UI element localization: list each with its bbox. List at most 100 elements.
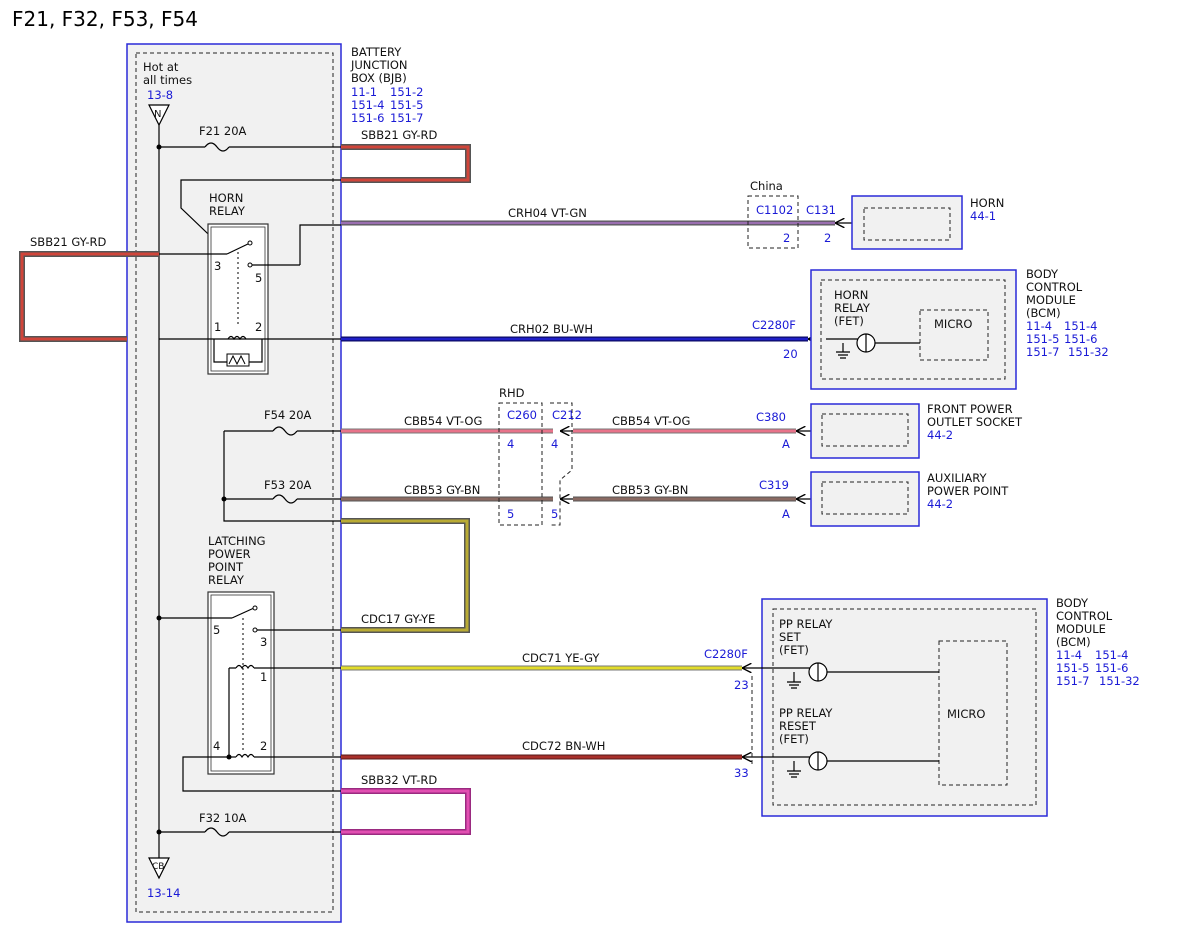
- horn-relay-feed-wire: [180, 179, 341, 253]
- c212-pin-5: 5: [551, 507, 558, 521]
- latch-relay-switch-icon: [231, 607, 255, 619]
- wire-crh02-label: CRH02 BU-WH: [510, 322, 593, 336]
- svg-text:11-4: 11-4: [1056, 648, 1082, 662]
- wire-sbb32-label: SBB32 VT-RD: [361, 773, 437, 787]
- bjb-box: [126, 43, 342, 923]
- ground-cb-ref: 13-14: [147, 886, 180, 900]
- svg-text:151-2: 151-2: [390, 85, 423, 99]
- c380-label: C380: [756, 410, 786, 424]
- horn-box: [851, 195, 963, 250]
- svg-text:151-4: 151-4: [1095, 648, 1128, 662]
- horn-ref: 44-1: [970, 209, 996, 223]
- svg-text:151-32: 151-32: [1099, 674, 1140, 688]
- ground-icon: [787, 672, 801, 689]
- aux-point-name-1: AUXILIARY: [927, 471, 987, 485]
- c212-pin-4: 4: [551, 437, 558, 451]
- bcm-pp-micro-box: [938, 640, 1008, 786]
- bcm-horn-micro-label: MICRO: [934, 317, 972, 331]
- hot-ref: 13-8: [147, 88, 173, 102]
- svg-text:(BCM): (BCM): [1026, 306, 1061, 320]
- page-title: F21, F32, F53, F54: [12, 7, 198, 31]
- c260-pin-4: 4: [507, 437, 514, 451]
- c2280f-b-pin-33: 33: [734, 766, 749, 780]
- latch-relay-box: [207, 591, 275, 775]
- ground-icon: [836, 343, 850, 359]
- wire-cdc17-label: CDC17 GY-YE: [361, 612, 435, 626]
- bcm-pp-label: BODY CONTROL MODULE (BCM) 11-4 151-4 151…: [1056, 596, 1140, 688]
- aux-point-box: [810, 471, 920, 527]
- svg-text:SET: SET: [779, 630, 802, 644]
- wire-cdc71-label: CDC71 YE-GY: [522, 651, 600, 665]
- svg-text:151-5: 151-5: [390, 98, 423, 112]
- front-outlet-name-2: OUTLET SOCKET: [927, 415, 1023, 429]
- svg-text:RELAY: RELAY: [834, 301, 871, 315]
- horn-relay-pin-5: 5: [255, 271, 262, 285]
- svg-text:151-6: 151-6: [1064, 332, 1097, 346]
- svg-text:151-4: 151-4: [1064, 319, 1097, 333]
- svg-text:151-7: 151-7: [390, 111, 423, 125]
- svg-text:151-6: 151-6: [351, 111, 384, 125]
- latch-relay-pin-5: 5: [213, 623, 220, 637]
- c212-label: C212: [552, 408, 582, 422]
- hot-label-line2: all times: [143, 73, 192, 87]
- rhd-label: RHD: [499, 386, 525, 400]
- svg-text:MODULE: MODULE: [1056, 622, 1106, 636]
- svg-text:MODULE: MODULE: [1026, 293, 1076, 307]
- wire-sbb21-loop: [341, 144, 471, 183]
- wire-sbb21-left-loop: [19, 251, 159, 342]
- svg-text:RESET: RESET: [779, 719, 817, 733]
- svg-text:151-4: 151-4: [351, 98, 384, 112]
- fuse-f21-icon: [204, 142, 230, 152]
- ground-cb-label: CB: [152, 862, 164, 872]
- latch-relay-label: LATCHING: [208, 534, 266, 548]
- horn-relay-pin-1: 1: [214, 320, 221, 334]
- bcm-horn-label: BODY CONTROL MODULE (BCM) 11-4 151-4 151…: [1026, 267, 1109, 359]
- svg-text:CONTROL: CONTROL: [1056, 609, 1113, 623]
- fuse-f21-label: F21 20A: [199, 124, 247, 138]
- front-outlet-ref: 44-2: [927, 428, 953, 442]
- c319-label: C319: [759, 478, 789, 492]
- ground-cb-icon: [148, 857, 170, 880]
- horn-relay-pin-2: 2: [255, 320, 262, 334]
- fuse-f54-icon: [272, 426, 298, 436]
- wire-cbb53-a-label: CBB53 GY-BN: [404, 483, 480, 497]
- svg-text:151-32: 151-32: [1068, 345, 1109, 359]
- svg-text:151-6: 151-6: [1095, 661, 1128, 675]
- c1102-pin: 2: [783, 231, 790, 245]
- battery-feed-icon: [148, 104, 170, 127]
- rhd-inline-box: [498, 402, 543, 526]
- svg-text:11-1: 11-1: [351, 85, 377, 99]
- wire-sbb21-label: SBB21 GY-RD: [361, 128, 438, 142]
- svg-text:151-7: 151-7: [1056, 674, 1089, 688]
- svg-text:(FET): (FET): [779, 643, 809, 657]
- svg-text:BATTERY: BATTERY: [351, 45, 402, 59]
- fuse-f53-label: F53 20A: [264, 478, 312, 492]
- wire-crh04-label: CRH04 VT-GN: [508, 206, 587, 220]
- svg-text:POINT: POINT: [208, 560, 244, 574]
- svg-text:(FET): (FET): [779, 732, 809, 746]
- bcm-horn-micro-box: [919, 309, 989, 361]
- svg-text:POWER: POWER: [208, 547, 251, 561]
- bcm-pp-box: [761, 598, 1048, 817]
- bjb-inner-boundary: [135, 52, 334, 913]
- svg-text:BODY: BODY: [1026, 267, 1059, 281]
- hot-label-line1: Hot at: [143, 60, 179, 74]
- c131-label: C131: [806, 203, 836, 217]
- fuse-f32-label: F32 10A: [199, 811, 247, 825]
- c1102-label: C1102: [756, 203, 793, 217]
- front-outlet-box: [810, 403, 920, 459]
- svg-text:RELAY: RELAY: [208, 573, 245, 587]
- svg-text:151-5: 151-5: [1056, 661, 1089, 675]
- svg-text:151-5: 151-5: [1026, 332, 1059, 346]
- fuse-f32-icon: [204, 827, 230, 837]
- c2280f-a-label: C2280F: [752, 318, 796, 332]
- latch-relay-set-coil-icon: [235, 664, 255, 670]
- latch-relay-pin-2: 2: [260, 739, 267, 753]
- aux-point-ref: 44-2: [927, 497, 953, 511]
- pp-relay-reset-label: PP RELAY: [779, 706, 833, 720]
- wire-cdc72-label: CDC72 BN-WH: [522, 739, 605, 753]
- wire-sbb32-loop: [341, 788, 471, 835]
- c380-pin: A: [782, 437, 790, 451]
- wire-sbb21-left-label: SBB21 GY-RD: [30, 235, 107, 249]
- latch-relay-reset-coil-icon: [235, 753, 255, 759]
